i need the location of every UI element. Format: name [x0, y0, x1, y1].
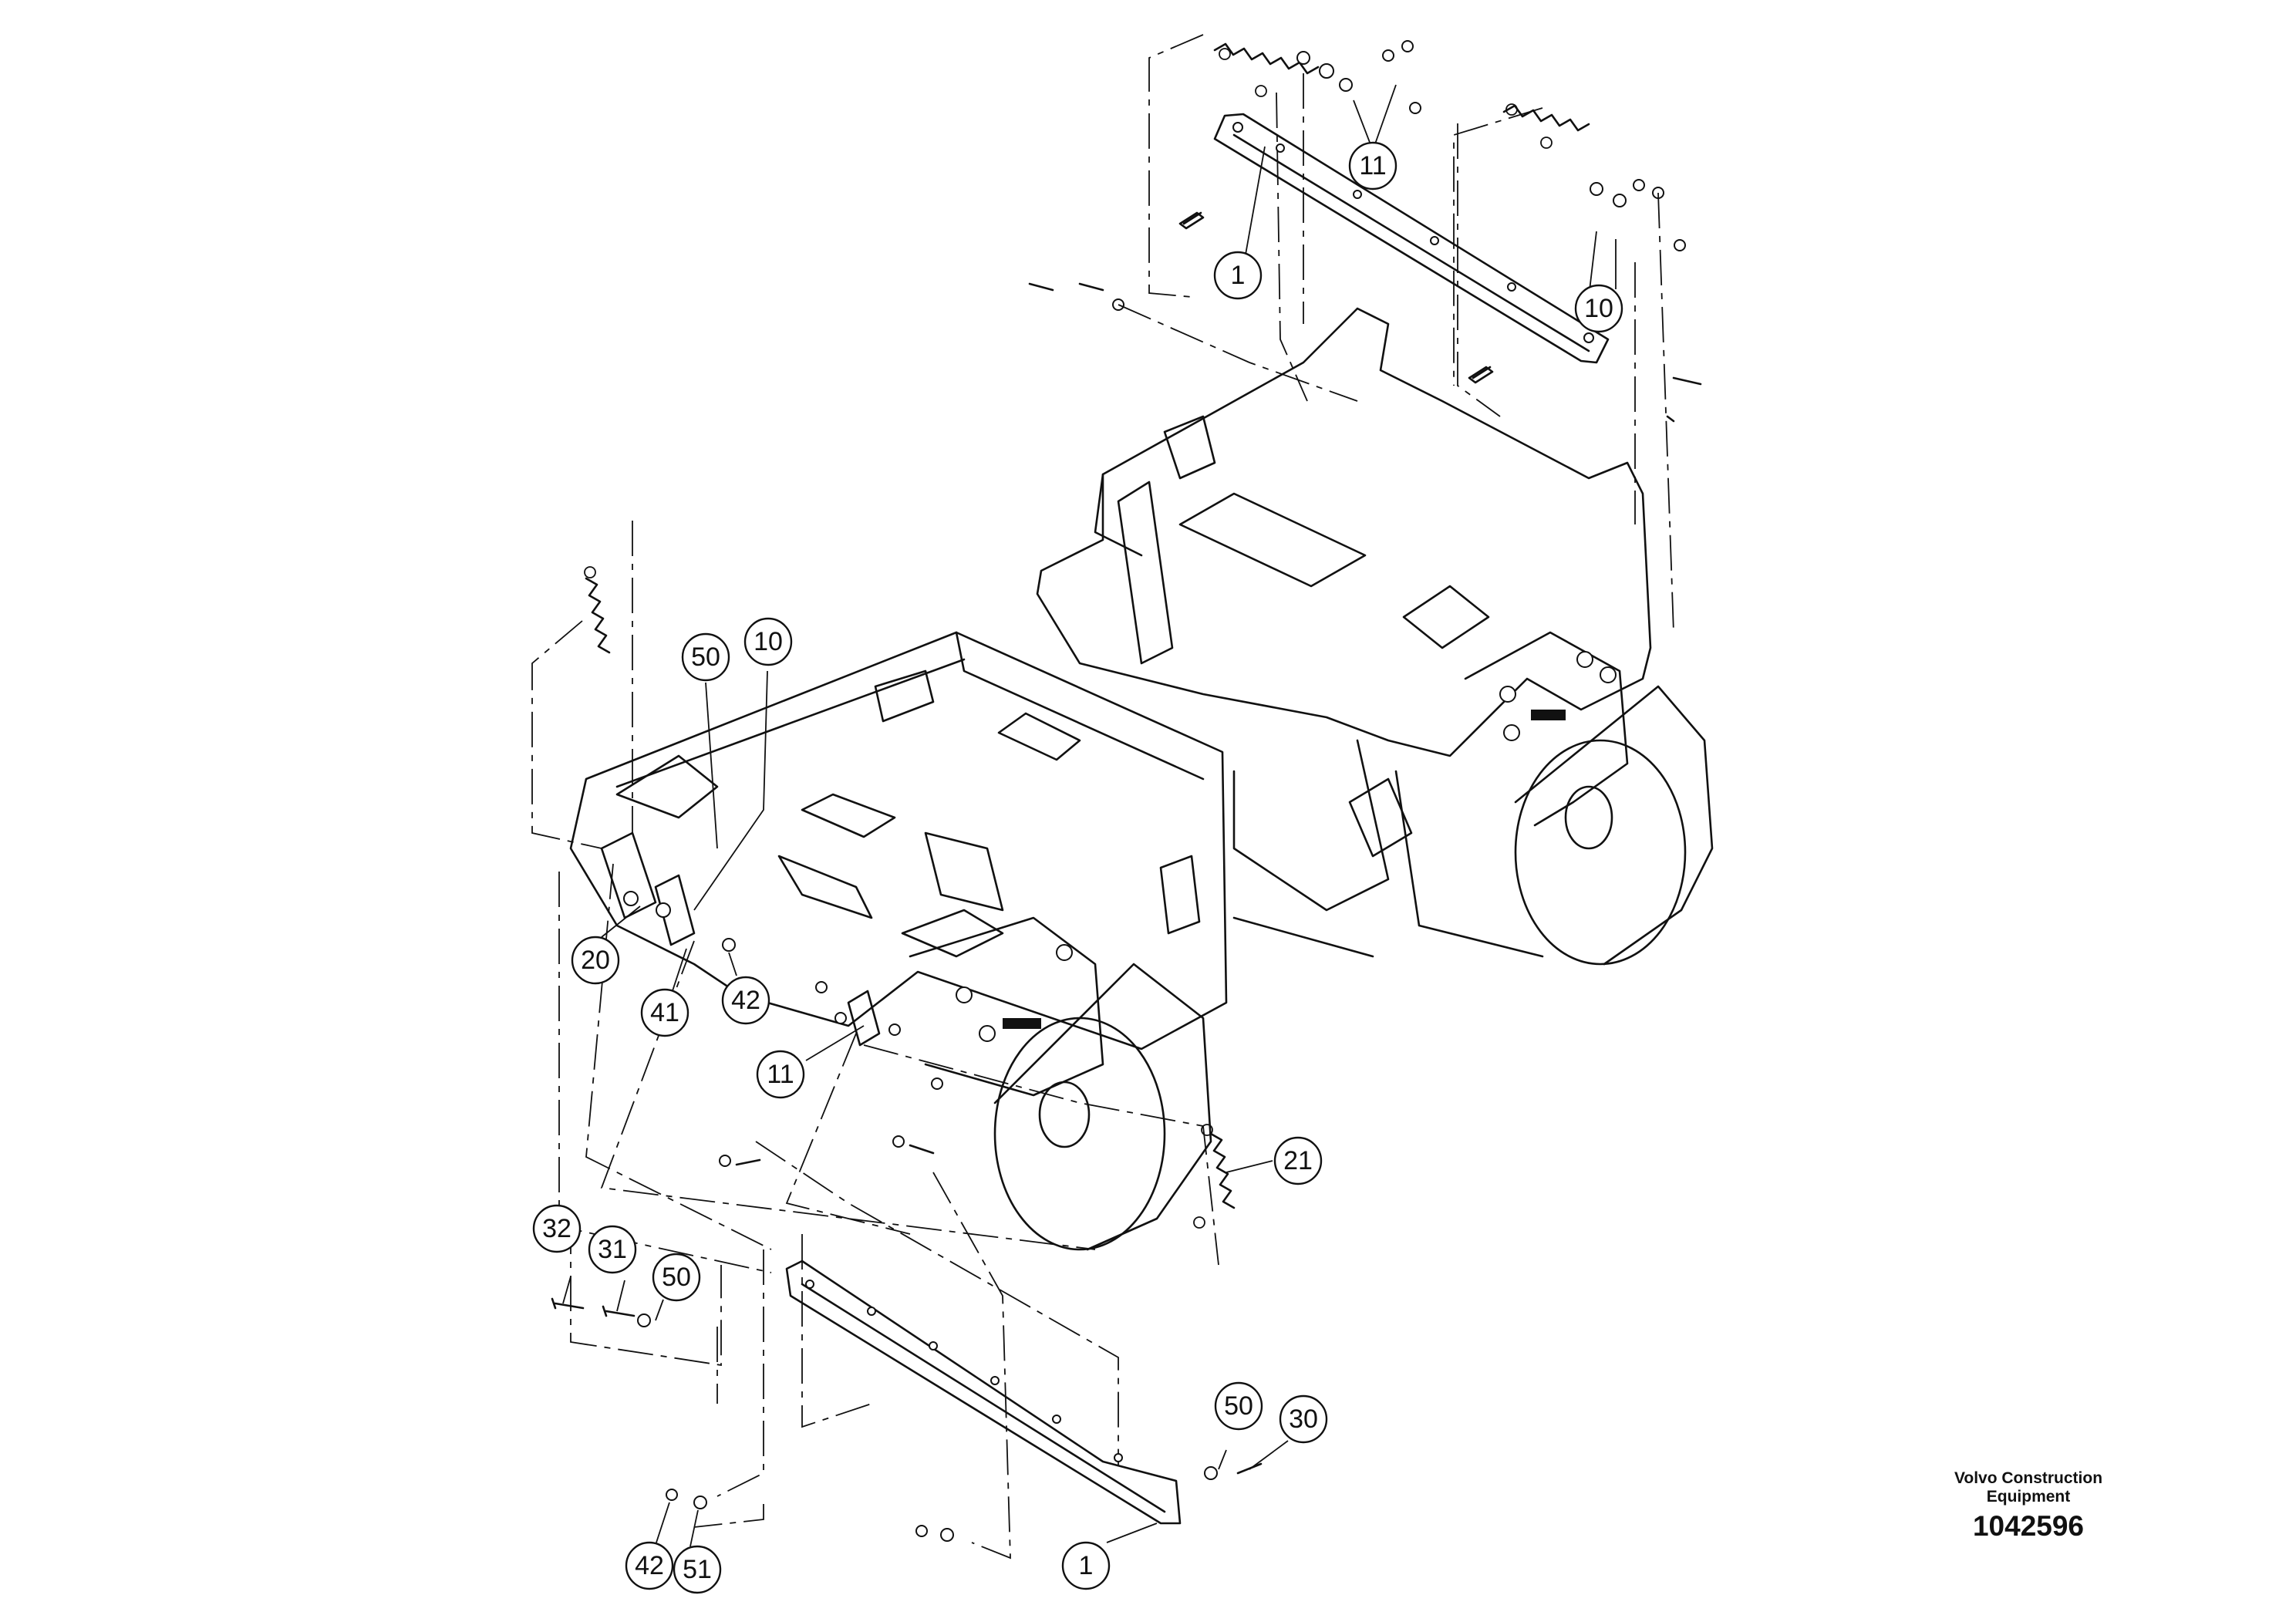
- front-drum: [909, 916, 1212, 1251]
- callout-10-mid: 10: [743, 617, 793, 666]
- company-name: Volvo Construction Equipment: [1920, 1469, 2136, 1506]
- rear-chassis-frame: [1036, 307, 1652, 958]
- svg-text:42: 42: [731, 986, 760, 1015]
- svg-text:21: 21: [1283, 1146, 1313, 1175]
- callout-30: 30: [1279, 1394, 1328, 1444]
- svg-text:1: 1: [1079, 1551, 1094, 1580]
- callout-51: 51: [673, 1545, 722, 1594]
- company-name-line2: Equipment: [1986, 1488, 2071, 1506]
- callout-11-top: 11: [1348, 141, 1397, 191]
- svg-text:30: 30: [1289, 1404, 1318, 1434]
- svg-text:31: 31: [598, 1235, 627, 1264]
- upper-leader-lines: [1118, 34, 1674, 633]
- svg-text:42: 42: [635, 1551, 664, 1580]
- lower-scraper-bar: [785, 1259, 1263, 1525]
- svg-text:10: 10: [754, 627, 783, 656]
- callout-31: 31: [588, 1225, 637, 1274]
- callout-50-low: 50: [652, 1253, 701, 1302]
- upper-scraper-bar: [1213, 113, 1610, 364]
- callout-1-top: 1: [1213, 251, 1263, 300]
- rear-drum: [1464, 631, 1714, 966]
- callout-1-bottom: 1: [1061, 1541, 1111, 1590]
- callout-32: 32: [532, 1204, 582, 1253]
- callout-42-mid: 42: [721, 976, 770, 1025]
- document-number: 1042596: [1972, 1510, 2085, 1542]
- callout-50-mid: 50: [681, 632, 730, 682]
- callout-50-right: 50: [1214, 1381, 1263, 1431]
- mid-right-spring-21: [1193, 1124, 1236, 1229]
- callout-20: 20: [571, 936, 620, 985]
- svg-text:50: 50: [691, 642, 720, 672]
- mid-hardware: [600, 831, 943, 1167]
- company-name-line1: Volvo Construction: [1954, 1469, 2103, 1487]
- svg-text:20: 20: [581, 946, 610, 975]
- callout-11-mid: 11: [756, 1050, 805, 1099]
- mid-left-spring: [584, 566, 611, 654]
- svg-text:11: 11: [1359, 151, 1386, 180]
- callout-42-bottom: 42: [625, 1541, 674, 1590]
- front-chassis-frame: [569, 631, 1228, 1050]
- svg-text:50: 50: [1224, 1391, 1253, 1421]
- callout-10-top: 10: [1574, 284, 1623, 333]
- upper-right-spring: [1502, 103, 1590, 149]
- svg-text:51: 51: [683, 1555, 712, 1584]
- svg-text:50: 50: [662, 1263, 691, 1292]
- svg-text:11: 11: [767, 1060, 794, 1089]
- bottom-left-hardware: [551, 1219, 954, 1542]
- svg-text:32: 32: [542, 1214, 571, 1243]
- svg-text:10: 10: [1584, 294, 1613, 323]
- svg-text:41: 41: [650, 998, 679, 1027]
- callout-21: 21: [1273, 1136, 1323, 1185]
- callout-41: 41: [640, 988, 689, 1037]
- svg-text:1: 1: [1231, 261, 1246, 290]
